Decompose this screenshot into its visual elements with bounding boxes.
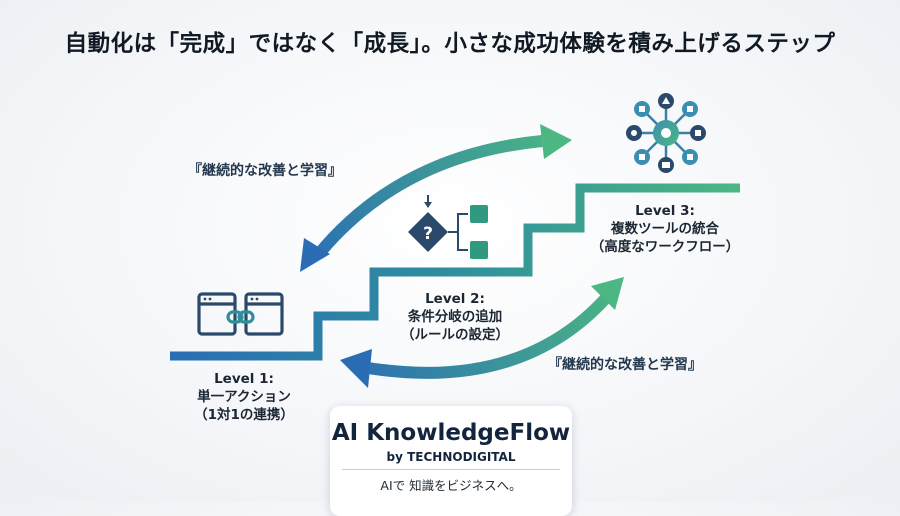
level-1-title: Level 1: bbox=[214, 371, 274, 387]
level-2-label: Level 2: 条件分岐の追加 （ルールの設定） bbox=[390, 290, 520, 344]
brand-name: AI KnowledgeFlow bbox=[331, 420, 571, 446]
brand-tagline: AIで 知識をビジネスへ。 bbox=[380, 478, 522, 493]
level-3-label: Level 3: 複数ツールの統合 （高度なワークフロー） bbox=[590, 202, 740, 256]
improvement-arrow-lower bbox=[367, 293, 611, 379]
tool-hub-icon bbox=[626, 93, 706, 173]
level-3-title: Level 3: bbox=[635, 203, 695, 219]
level-2-name: 条件分岐の追加 bbox=[407, 309, 503, 325]
growth-diagram: ? bbox=[170, 93, 740, 388]
arrowhead-upper-right bbox=[540, 124, 572, 159]
improvement-arrow-upper bbox=[313, 135, 543, 259]
arrowhead-upper-left bbox=[300, 238, 330, 272]
improvement-label-lower: 『継続的な改善と学習』 bbox=[548, 357, 702, 373]
level-1-detail: （1対1の連携） bbox=[194, 407, 294, 423]
page-title: 自動化は「完成」ではなく「成長」。小さな成功体験を積み上げるステップ bbox=[64, 31, 836, 57]
decision-branch-icon: ? bbox=[408, 195, 488, 259]
level-1-label: Level 1: 単一アクション （1対1の連携） bbox=[174, 370, 314, 424]
level-2-detail: （ルールの設定） bbox=[401, 327, 509, 343]
svg-text:?: ? bbox=[423, 224, 433, 244]
linked-windows-icon bbox=[197, 292, 284, 336]
level-2-title: Level 2: bbox=[425, 291, 485, 307]
level-3-name: 複数ツールの統合 bbox=[611, 221, 719, 237]
brand-divider bbox=[342, 469, 560, 470]
arrowhead-lower-left bbox=[340, 349, 372, 388]
brand-card: AI KnowledgeFlow by TECHNODIGITAL AIで 知識… bbox=[330, 406, 572, 516]
level-3-detail: （高度なワークフロー） bbox=[590, 239, 740, 255]
brand-byline: by TECHNODIGITAL bbox=[386, 450, 516, 464]
growth-staircase bbox=[170, 183, 740, 361]
improvement-label-upper: 『継続的な改善と学習』 bbox=[188, 163, 342, 179]
arrowhead-lower-right bbox=[591, 277, 624, 310]
level-1-name: 単一アクション bbox=[197, 389, 291, 405]
